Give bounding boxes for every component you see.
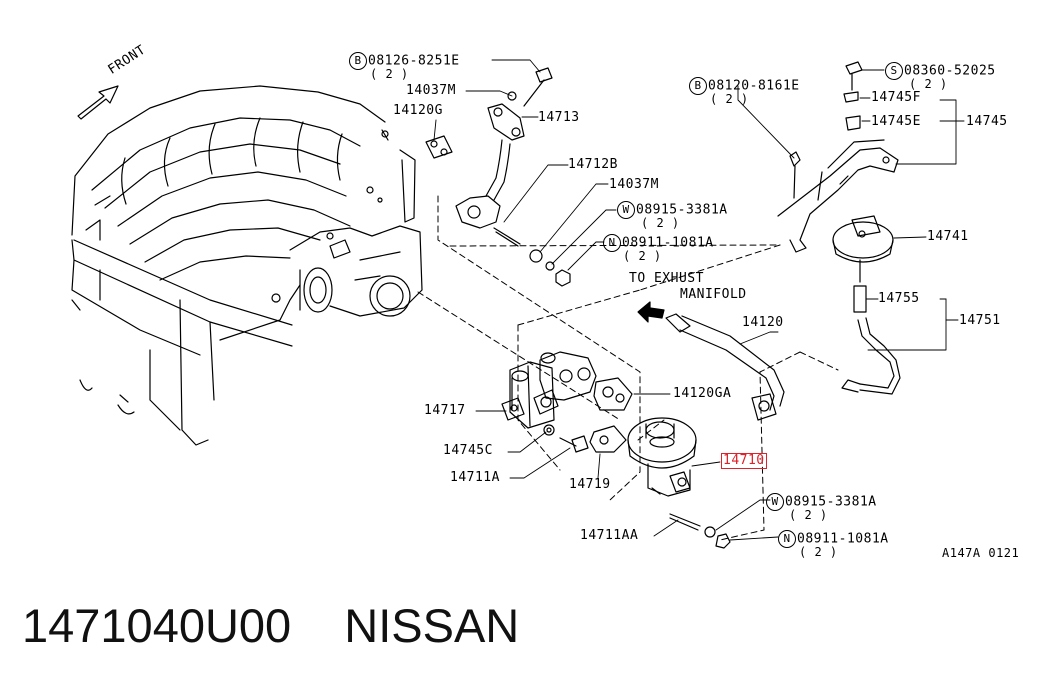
qty-label: ( 2 ) bbox=[909, 77, 948, 91]
valve-14741 bbox=[832, 215, 894, 283]
part-number: 1471040U00 bbox=[22, 599, 292, 652]
gasket-14120GA bbox=[593, 377, 633, 411]
callout-14751[interactable]: 14751 bbox=[959, 313, 1001, 328]
qty-label: ( 2 ) bbox=[710, 92, 749, 106]
part-code: 08126-8251E bbox=[368, 53, 460, 69]
prefix-circle: S bbox=[885, 62, 903, 80]
qty-label: ( 2 ) bbox=[799, 545, 838, 559]
prefix-circle: W bbox=[617, 201, 635, 219]
parts-diagram bbox=[71, 59, 965, 549]
callout-14037M-a[interactable]: 14037M bbox=[406, 83, 456, 98]
qty-label: ( 2 ) bbox=[641, 216, 680, 230]
callout-14719[interactable]: 14719 bbox=[569, 477, 611, 492]
adapter-14717 bbox=[501, 351, 597, 429]
callout-14120G[interactable]: 14120G bbox=[393, 103, 443, 118]
washer-14745C bbox=[543, 424, 555, 436]
part-code: 08911-1081A bbox=[797, 531, 889, 547]
prefix-circle: B bbox=[689, 77, 707, 95]
egr-tube-14713 bbox=[455, 103, 525, 229]
stud-14711AA bbox=[669, 513, 731, 549]
note-line1: TO EXHUST bbox=[629, 271, 704, 286]
qty-label: ( 2 ) bbox=[789, 508, 828, 522]
front-arrow-icon bbox=[77, 85, 119, 120]
pipe-14751 bbox=[841, 317, 901, 395]
gasket-14120G bbox=[425, 135, 453, 159]
callout-14745C[interactable]: 14745C bbox=[443, 443, 493, 458]
qty-label: ( 2 ) bbox=[623, 249, 662, 263]
exhaust-arrow-icon bbox=[637, 301, 665, 323]
note-line2: MANIFOLD bbox=[680, 287, 747, 302]
callout-14741[interactable]: 14741 bbox=[927, 229, 969, 244]
callout-14710-highlighted[interactable]: 14710 bbox=[721, 453, 767, 469]
part-code: 08911-1081A bbox=[622, 235, 714, 251]
callout-14713[interactable]: 14713 bbox=[538, 110, 580, 125]
part-code: 08360-52025 bbox=[904, 63, 996, 79]
prefix-circle: W bbox=[766, 493, 784, 511]
callout-14120[interactable]: 14120 bbox=[742, 315, 784, 330]
callout-14712B[interactable]: 14712B bbox=[568, 157, 618, 172]
callout-14745[interactable]: 14745 bbox=[966, 114, 1008, 129]
part-code: 08915-3381A bbox=[636, 202, 728, 218]
callout-14745F[interactable]: 14745F bbox=[871, 90, 921, 105]
footer: 1471040U00 NISSAN bbox=[22, 598, 519, 653]
diagram-id: A147A 0121 bbox=[942, 546, 1020, 560]
callout-14745E[interactable]: 14745E bbox=[871, 114, 921, 129]
bolt-08126 bbox=[507, 67, 553, 107]
part-code: 08915-3381A bbox=[785, 494, 877, 510]
callout-14037M-b[interactable]: 14037M bbox=[609, 177, 659, 192]
stud-14712B bbox=[493, 227, 571, 287]
callout-14120GA[interactable]: 14120GA bbox=[673, 386, 732, 401]
bolt-14711A bbox=[559, 435, 589, 453]
callout-14717[interactable]: 14717 bbox=[424, 403, 466, 418]
callout-14711A[interactable]: 14711A bbox=[450, 470, 500, 485]
callout-14755[interactable]: 14755 bbox=[878, 291, 920, 306]
prefix-circle: B bbox=[349, 52, 367, 70]
gasket-14719 bbox=[589, 425, 627, 453]
prefix-circle: N bbox=[778, 530, 796, 548]
intake-manifold bbox=[71, 85, 386, 446]
callout-14711AA[interactable]: 14711AA bbox=[580, 528, 639, 543]
qty-label: ( 2 ) bbox=[370, 67, 409, 81]
tube-14120 bbox=[665, 313, 785, 421]
part-code: 08120-8161E bbox=[708, 78, 800, 94]
bracket-14745 bbox=[777, 61, 899, 253]
egr-valve-14710 bbox=[627, 417, 697, 497]
brand-name: NISSAN bbox=[344, 599, 520, 652]
hose-14755 bbox=[853, 285, 867, 313]
throttle-body bbox=[289, 225, 423, 317]
manifold-bracket bbox=[381, 129, 416, 223]
prefix-circle: N bbox=[603, 234, 621, 252]
